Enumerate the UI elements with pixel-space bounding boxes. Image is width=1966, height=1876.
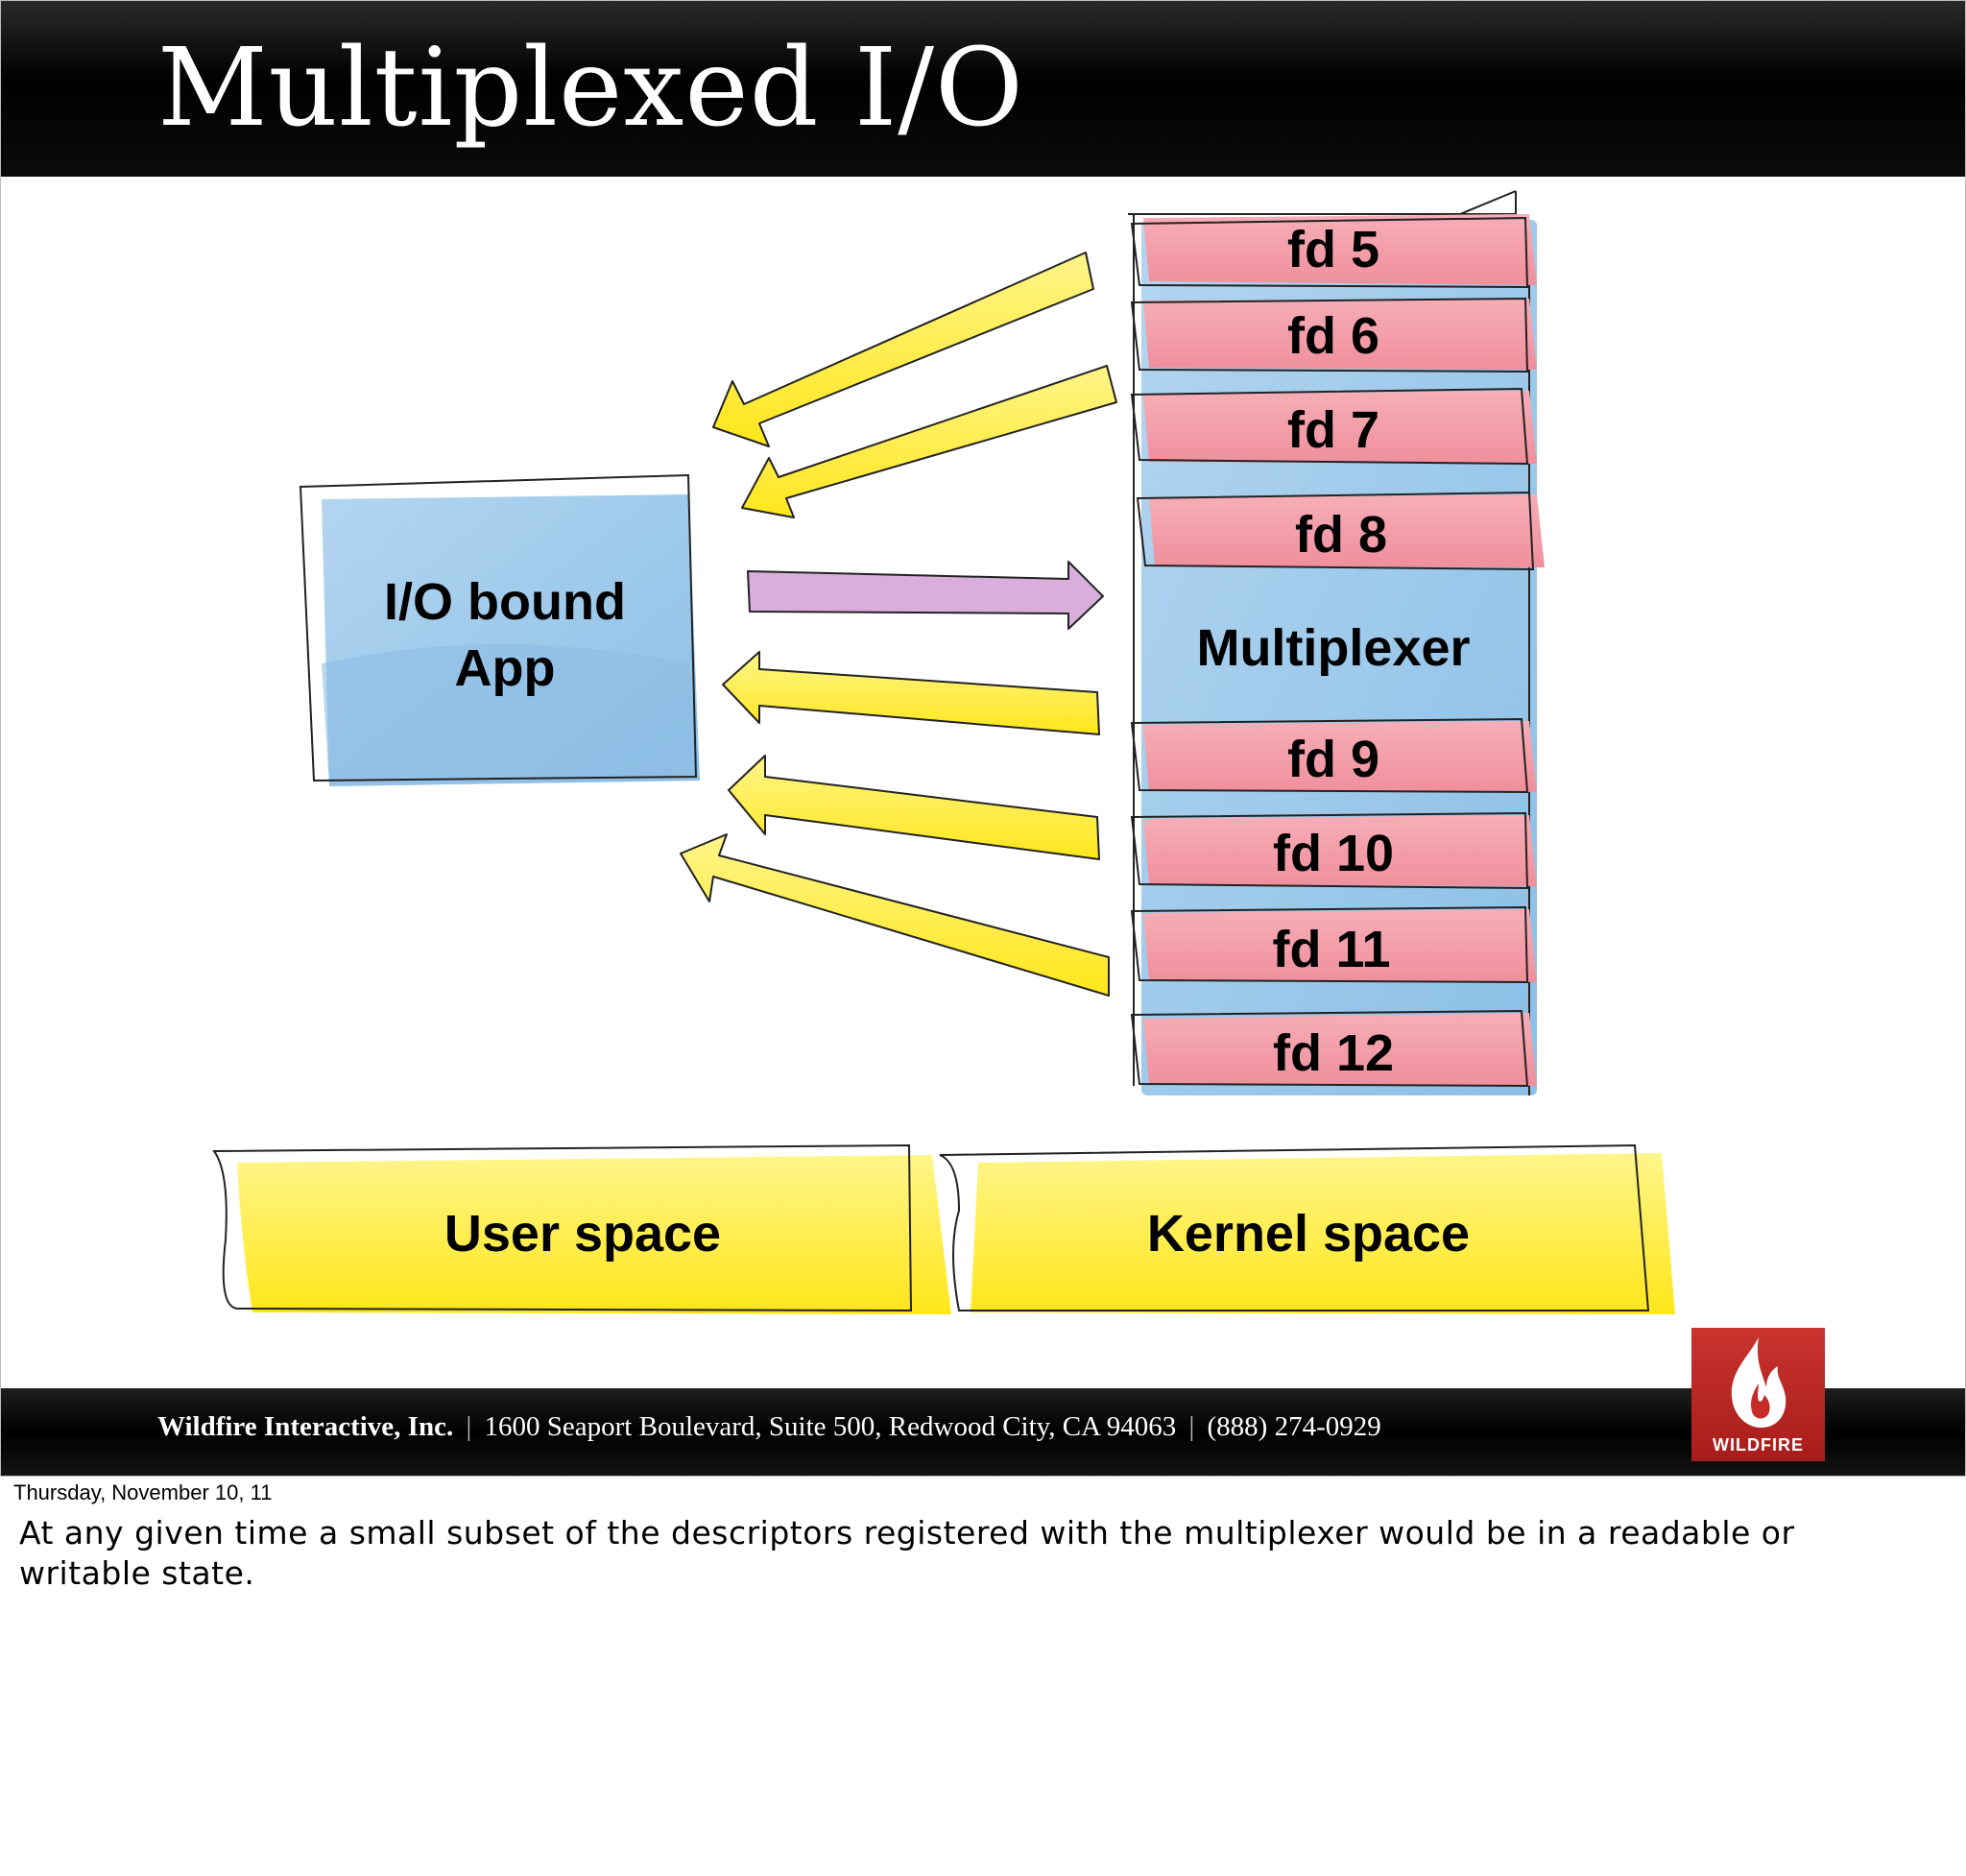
read-arrow-2 [741, 365, 1117, 518]
fd-band-5: fd 5 [1130, 214, 1537, 289]
footer-bar: Wildfire Interactive, Inc. | 1600 Seapor… [1, 1388, 1965, 1476]
wildfire-logo: WILDFIRE [1691, 1328, 1825, 1461]
footer-separator: | [466, 1411, 472, 1442]
read-arrow-3 [722, 651, 1100, 735]
logo-wordmark: WILDFIRE [1713, 1435, 1804, 1455]
app-label-line2: App [455, 639, 556, 697]
footer-address: 1600 Seaport Boulevard, Suite 500, Redwo… [484, 1411, 1177, 1442]
multiplexer-label: Multiplexer [1196, 619, 1470, 677]
read-arrow-1 [712, 252, 1094, 447]
flame-icon [1731, 1337, 1786, 1428]
kernel-space-band: Kernel space [939, 1143, 1675, 1314]
fd-label-11: fd 11 [1272, 921, 1390, 978]
io-bound-app-box: I/O bound App [299, 473, 700, 786]
fd-band-6: fd 6 [1130, 297, 1537, 373]
fd-band-11: fd 11 [1130, 905, 1537, 984]
notes-date: Thursday, November 10, 11 [13, 1480, 273, 1504]
write-arrow [747, 561, 1104, 630]
io-diagram: I/O bound App Multiplexer fd 5 fd 6 fd 7 [212, 190, 1675, 1314]
footer-phone: (888) 274-0929 [1207, 1411, 1381, 1442]
read-arrow-4 [728, 755, 1100, 860]
read-arrow-5 [680, 833, 1110, 997]
footer-text: Wildfire Interactive, Inc. | 1600 Seapor… [157, 1411, 1381, 1443]
kernel-space-label: Kernel space [1147, 1205, 1470, 1263]
title-bar: Multiplexed I/O [1, 1, 1965, 177]
fd-label-8: fd 8 [1295, 506, 1387, 564]
footer-separator: | [1188, 1411, 1195, 1442]
footer-company: Wildfire Interactive, Inc. [157, 1411, 454, 1442]
slide-title: Multiplexed I/O [157, 26, 1024, 151]
user-space-band: User space [212, 1143, 951, 1314]
slide: Multiplexed I/O I/O bound App [0, 0, 1966, 1477]
user-space-label: User space [444, 1205, 721, 1263]
fd-band-7: fd 7 [1130, 387, 1537, 466]
fd-label-6: fd 6 [1287, 307, 1379, 365]
fd-label-9: fd 9 [1287, 731, 1379, 788]
fd-label-12: fd 12 [1273, 1024, 1394, 1082]
fd-label-10: fd 10 [1273, 825, 1394, 882]
fd-label-7: fd 7 [1287, 401, 1379, 459]
fd-band-8: fd 8 [1136, 491, 1545, 571]
fd-band-9: fd 9 [1130, 717, 1537, 794]
speaker-notes: At any given time a small subset of the … [19, 1514, 1795, 1592]
fd-label-5: fd 5 [1287, 221, 1379, 278]
fd-band-12: fd 12 [1130, 1009, 1537, 1088]
fd-band-10: fd 10 [1130, 811, 1537, 890]
app-label-line1: I/O bound [384, 573, 626, 631]
